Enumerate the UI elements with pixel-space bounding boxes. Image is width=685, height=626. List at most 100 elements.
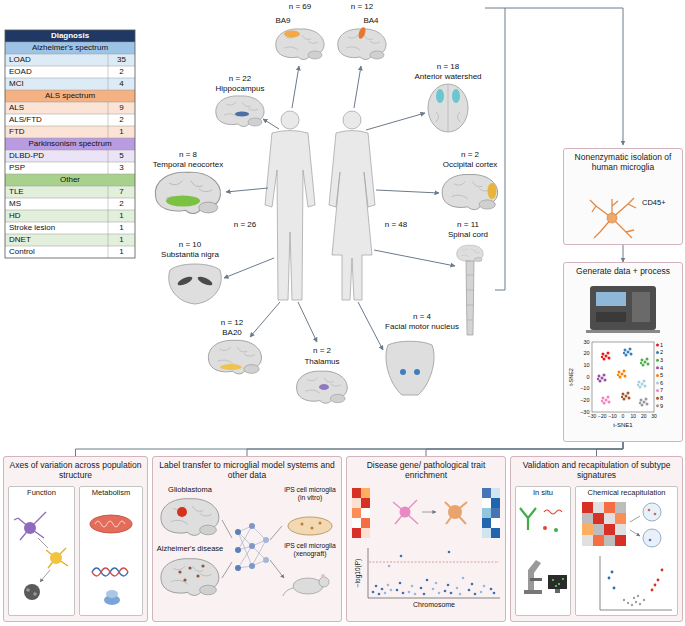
node-title: Disease gene/ pathological trait enrichm… bbox=[351, 460, 501, 480]
sub-panel: Function bbox=[8, 486, 75, 616]
connector bbox=[426, 442, 623, 456]
legend-number: 1 bbox=[660, 342, 663, 348]
table-cell: Stroke lesion bbox=[9, 223, 55, 232]
region-label: Anterior watershed bbox=[414, 72, 481, 81]
table-cell: PSP bbox=[9, 163, 25, 172]
table-cell: ALS bbox=[9, 103, 24, 112]
region-label: n = 12 bbox=[221, 318, 243, 327]
legend-number: 6 bbox=[660, 380, 663, 386]
region-label: n = 22 bbox=[229, 74, 251, 83]
table-cell: 5 bbox=[119, 151, 123, 160]
panel-label: Glioblastoma bbox=[168, 486, 212, 495]
legend-number: 4 bbox=[660, 365, 663, 371]
table-cell: FTD bbox=[9, 127, 25, 136]
table-cell: 7 bbox=[119, 187, 123, 196]
connector bbox=[247, 442, 623, 456]
node-title: Label transfer to microglial model syste… bbox=[157, 460, 337, 480]
table-cell: MS bbox=[9, 199, 21, 208]
table-cell: 2 bbox=[119, 199, 123, 208]
axis-title: −log10(P) bbox=[354, 559, 361, 587]
human-figures bbox=[265, 111, 375, 300]
region-label: n = 8 bbox=[179, 150, 197, 159]
table-cell: 4 bbox=[119, 79, 123, 88]
region-label: Substantia nigra bbox=[161, 250, 219, 259]
table-cell: 2 bbox=[119, 67, 123, 76]
table-cell: 9 bbox=[119, 103, 123, 112]
connector bbox=[597, 442, 624, 456]
node-title: Chemical recapitulation bbox=[578, 488, 675, 497]
axis-title: Chromosome bbox=[413, 601, 455, 609]
axis-title: t-SNE1 bbox=[613, 422, 632, 429]
region-label: Hippocampus bbox=[216, 84, 265, 93]
table-cell: 1 bbox=[119, 211, 123, 220]
tick-label: 10 bbox=[631, 414, 637, 420]
table-cell: ALS spectrum bbox=[45, 91, 95, 100]
metabolism-icons bbox=[90, 515, 132, 605]
table-cell: 1 bbox=[119, 235, 123, 244]
region-label: BA9 bbox=[275, 16, 290, 25]
table-cell: MCI bbox=[9, 79, 24, 88]
region-label: Thalamus bbox=[304, 357, 339, 366]
table-cell: 1 bbox=[119, 223, 123, 232]
tick-label: 0 bbox=[586, 374, 589, 380]
region-label: n = 12 bbox=[351, 2, 373, 11]
table-cell: 1 bbox=[119, 247, 123, 256]
table-cell: 3 bbox=[119, 163, 123, 172]
marker-label: CD45+ bbox=[642, 199, 666, 208]
legend-number: 2 bbox=[660, 349, 663, 355]
sub-panel: Chemical recapitulation bbox=[575, 486, 678, 616]
function-cells bbox=[14, 512, 68, 600]
table-cell: 35 bbox=[117, 55, 126, 64]
table-cell: 1 bbox=[119, 127, 123, 136]
panel-label: Alzheimer's disease bbox=[157, 545, 223, 554]
pipeline-bracket bbox=[485, 8, 623, 290]
tsne-plot bbox=[592, 342, 659, 412]
sub-panel: Metabolism bbox=[79, 486, 143, 616]
region-label: Occipital cortex bbox=[443, 160, 498, 169]
table-cell: 2 bbox=[119, 115, 123, 124]
region-label: n = 10 bbox=[179, 240, 201, 249]
table-cell: Control bbox=[9, 247, 35, 256]
region-label: Facial motor nucleus bbox=[385, 322, 459, 331]
tick-label: 0 bbox=[622, 414, 625, 420]
legend-number: 3 bbox=[660, 357, 663, 363]
tick-label: 30 bbox=[583, 339, 589, 345]
node-title: Axes of variation across population stru… bbox=[8, 460, 143, 480]
brain-regions bbox=[155, 26, 497, 403]
panel-label: iPS cell microglia (xenograft) bbox=[281, 542, 339, 558]
table-cell: ALS/FTD bbox=[9, 115, 42, 124]
tick-label: 20 bbox=[583, 350, 589, 356]
table-cell: HD bbox=[9, 211, 21, 220]
validation-icons bbox=[520, 502, 672, 610]
table-cell: DLBD-PD bbox=[9, 151, 44, 160]
table-header: Diagnosis bbox=[51, 31, 89, 40]
region-label: n = 18 bbox=[437, 62, 459, 71]
region-label: n = 69 bbox=[289, 2, 311, 11]
node-title: Nonenzymatic isolation of human microgli… bbox=[568, 152, 678, 172]
legend-number: 5 bbox=[660, 372, 663, 378]
region-label: BA4 bbox=[363, 16, 378, 25]
tick-label: −10 bbox=[608, 414, 616, 420]
panel-label: iPS cell microglia (in vitro) bbox=[281, 486, 339, 502]
region-label: n = 48 bbox=[385, 220, 407, 229]
axis-title: t-SNE2 bbox=[567, 368, 573, 386]
table-background bbox=[5, 30, 135, 258]
tick-label: −10 bbox=[580, 385, 589, 391]
table-cell: LOAD bbox=[9, 55, 31, 64]
region-label: n = 4 bbox=[413, 312, 431, 321]
tick-label: −30 bbox=[588, 414, 596, 420]
table-cell: Parkinsonism spectrum bbox=[28, 139, 111, 148]
region-label: n = 26 bbox=[234, 220, 256, 229]
region-label: Spinal cord bbox=[448, 230, 488, 239]
region-label: BA20 bbox=[222, 328, 242, 337]
tick-label: 30 bbox=[651, 414, 657, 420]
table-cell: EOAD bbox=[9, 67, 32, 76]
table-cell: Alzheimer's spectrum bbox=[32, 43, 108, 52]
node-title: Function bbox=[11, 488, 72, 497]
sequencer-icon bbox=[586, 286, 660, 333]
table-cell: Other bbox=[60, 175, 80, 184]
table-cell: TLE bbox=[9, 187, 24, 196]
process-box: Nonenzymatic isolation of human microgli… bbox=[563, 148, 683, 245]
